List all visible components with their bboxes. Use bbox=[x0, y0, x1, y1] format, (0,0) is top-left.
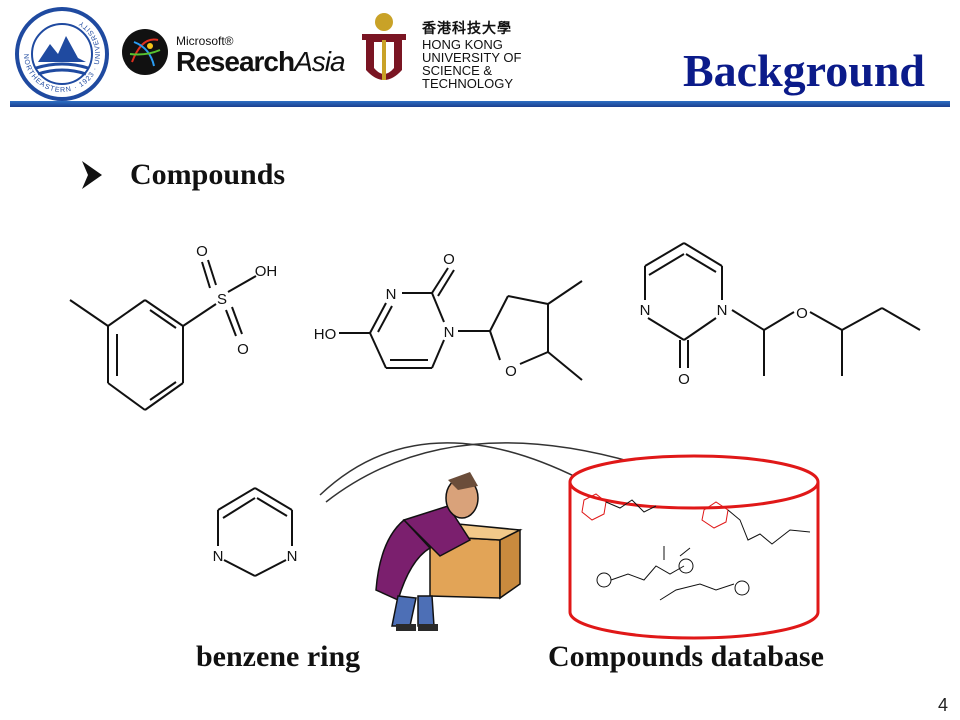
msra-icon bbox=[122, 29, 168, 75]
northeastern-university-logo: NORTHEASTERN · 1923 · UNIVERSITY bbox=[15, 7, 109, 101]
atom-o-1: O bbox=[196, 243, 208, 260]
nucleoside-molecule bbox=[339, 267, 583, 381]
hkust-chinese-name: 香港科技大學 bbox=[422, 20, 512, 36]
atom-o-4: O bbox=[505, 363, 517, 380]
sulfonic-acid-molecule bbox=[69, 259, 257, 411]
atom-n-5: N bbox=[213, 548, 224, 565]
atom-o-3: O bbox=[443, 251, 455, 268]
atom-n-6: N bbox=[287, 548, 298, 565]
person-searching-illustration bbox=[375, 472, 523, 631]
microsoft-research-asia-logo: Microsoft® ResearchAsia bbox=[120, 22, 346, 82]
asia-label: Asia bbox=[294, 46, 345, 77]
atom-n-3: N bbox=[640, 302, 651, 319]
hkust-logo: 香港科技大學 HONG KONG UNIVERSITY OF SCIENCE &… bbox=[356, 10, 526, 94]
caption-benzene-ring: benzene ring bbox=[196, 640, 361, 673]
benzene-ring-structure bbox=[217, 487, 293, 577]
hkust-line-2: UNIVERSITY OF bbox=[422, 50, 522, 65]
hkust-emblem-icon bbox=[362, 13, 406, 80]
hkust-line-1: HONG KONG bbox=[422, 37, 503, 52]
pyrimidinone-molecule bbox=[644, 242, 921, 376]
atom-s-1: S bbox=[217, 291, 227, 308]
atom-n-1: N bbox=[386, 286, 397, 303]
compounds-database-cylinder bbox=[568, 454, 820, 640]
atom-ho-1: HO bbox=[314, 326, 337, 343]
caption-compounds-database: Compounds database bbox=[548, 640, 824, 673]
bullet-text: Compounds bbox=[130, 158, 286, 191]
hkust-line-4: TECHNOLOGY bbox=[422, 76, 514, 91]
atom-o-6: O bbox=[678, 371, 690, 388]
microsoft-label: Microsoft® bbox=[176, 34, 234, 48]
search-arc-outer bbox=[319, 442, 579, 496]
compound-structures: O OH S O O N HO N O N N O O N N bbox=[69, 242, 921, 640]
research-label: Research bbox=[176, 46, 295, 77]
bullet-item: Compounds bbox=[80, 158, 285, 192]
atom-o-5: O bbox=[796, 305, 808, 322]
title-divider bbox=[10, 101, 950, 107]
slide-title: Background bbox=[682, 45, 925, 96]
hkust-line-3: SCIENCE & bbox=[422, 63, 493, 78]
arrow-bullet-icon bbox=[82, 161, 102, 189]
atom-oh-1: OH bbox=[255, 263, 278, 280]
atom-n-2: N bbox=[444, 324, 455, 341]
page-number: 4 bbox=[937, 695, 948, 715]
atom-o-2: O bbox=[237, 341, 249, 358]
atom-n-4: N bbox=[717, 302, 728, 319]
